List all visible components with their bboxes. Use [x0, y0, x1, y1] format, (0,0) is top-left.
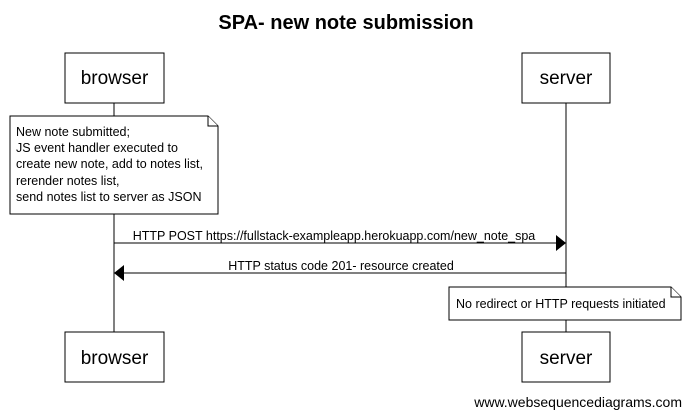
- note-browser-line-1: New note submitted;: [16, 125, 130, 139]
- message-201-label: HTTP status code 201- resource created: [228, 259, 454, 273]
- message-post-label: HTTP POST https://fullstack-exampleapp.h…: [133, 229, 536, 243]
- actor-server-bottom: server: [521, 331, 611, 383]
- actor-browser-bottom-label: browser: [81, 348, 149, 369]
- message-post-new-note: HTTP POST https://fullstack-exampleapp.h…: [114, 229, 566, 251]
- arrowhead-right-icon: [556, 235, 566, 251]
- diagram-title: SPA- new note submission: [218, 12, 473, 34]
- actor-server-top-label: server: [540, 68, 593, 89]
- note-browser-line-2: JS event handler executed to: [16, 141, 178, 155]
- message-status-201: HTTP status code 201- resource created: [114, 259, 566, 281]
- actor-server-bottom-label: server: [540, 348, 593, 369]
- actor-server-top: server: [521, 52, 611, 104]
- note-browser-line-5: send notes list to server as JSON: [16, 190, 202, 204]
- note-server-line-1: No redirect or HTTP requests initiated: [456, 297, 666, 311]
- actor-browser-top: browser: [64, 52, 165, 104]
- note-browser-line-4: rerender notes list,: [16, 174, 120, 188]
- actor-browser-top-label: browser: [81, 68, 149, 89]
- arrowhead-left-icon: [114, 265, 124, 281]
- actor-browser-bottom: browser: [64, 331, 165, 383]
- note-server: No redirect or HTTP requests initiated: [448, 286, 682, 321]
- note-browser-line-3: create new note, add to notes list,: [16, 157, 203, 171]
- note-browser: New note submitted; JS event handler exe…: [9, 115, 219, 215]
- footer-watermark: www.websequencediagrams.com: [473, 394, 682, 410]
